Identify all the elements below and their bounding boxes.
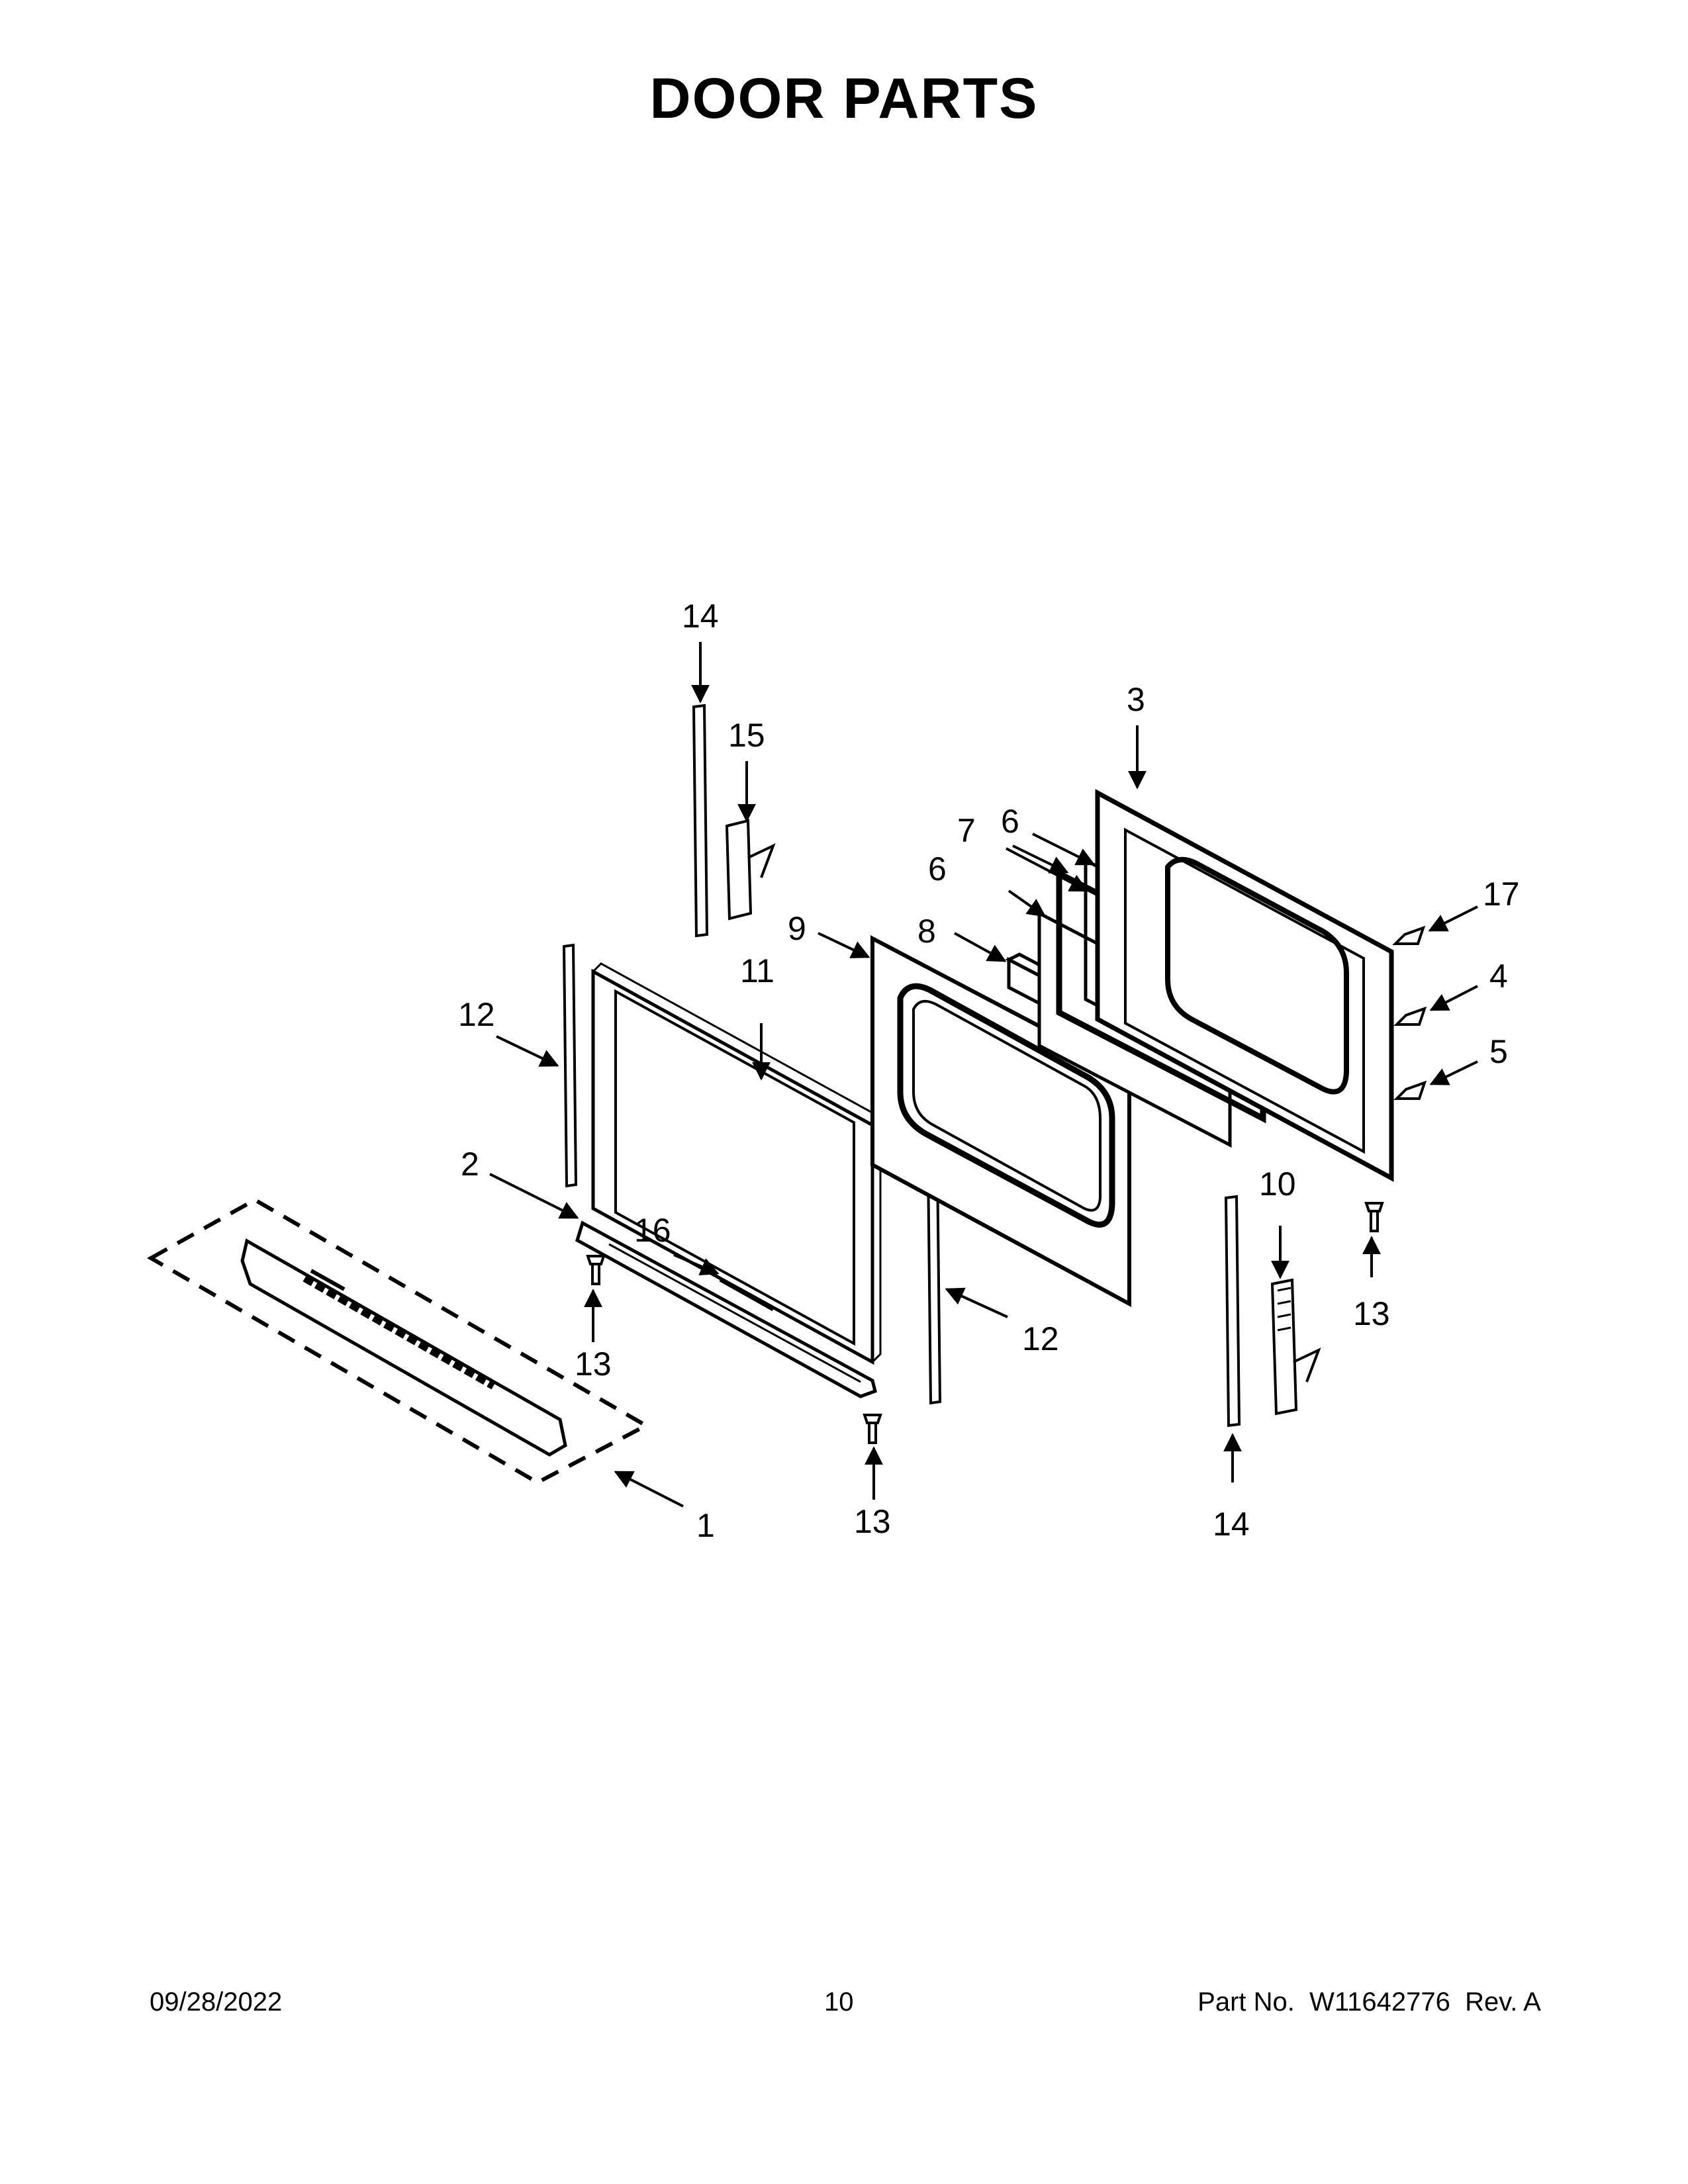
callout-2: 2	[461, 1146, 479, 1183]
part-14-hinge-channel-right	[1224, 1195, 1241, 1428]
callout-3: 3	[1127, 681, 1145, 718]
callout-13-center: 13	[854, 1503, 891, 1540]
callout-14-top: 14	[682, 598, 719, 635]
part-9-inner-door	[870, 935, 1131, 1308]
footer-date: 09/28/2022	[150, 1987, 283, 2017]
part-13-screw-center	[863, 1414, 882, 1444]
part-1-control-trim	[146, 1197, 651, 1485]
part-4-screw	[1393, 1006, 1427, 1026]
revision: Rev. A	[1465, 1987, 1541, 2017]
part-number: W11642776	[1309, 1987, 1450, 2017]
callout-15: 15	[728, 717, 765, 754]
callout-4: 4	[1489, 958, 1508, 995]
callout-1: 1	[696, 1507, 715, 1544]
part-3-door-back-panel	[1095, 789, 1394, 1182]
page-title: DOOR PARTS	[649, 67, 1039, 130]
callout-16: 16	[634, 1212, 671, 1249]
part-13-screw-right	[1364, 1202, 1384, 1232]
part-12-side-trim-left	[562, 943, 578, 1188]
part-15-hinge-left	[725, 819, 776, 921]
part-10-hinge-right	[1270, 1278, 1321, 1416]
callout-9: 9	[788, 910, 806, 947]
callout-10: 10	[1259, 1165, 1296, 1203]
callout-8: 8	[917, 913, 936, 950]
part-11-outer-door-frame	[591, 962, 882, 1365]
footer-part-number: Part No. W11642776 Rev. A	[1197, 1987, 1541, 2017]
callout-13-right: 13	[1353, 1295, 1390, 1332]
callout-12-left: 12	[458, 996, 495, 1033]
callout-17: 17	[1483, 876, 1520, 913]
callout-13-left: 13	[575, 1345, 612, 1383]
part-5-screw	[1393, 1080, 1427, 1100]
part-label: Part No.	[1197, 1987, 1295, 2017]
callout-12-right: 12	[1022, 1320, 1059, 1357]
callout-14-bottom: 14	[1213, 1506, 1250, 1543]
part-13-screw-left	[586, 1255, 606, 1285]
part-14-hinge-channel-left	[692, 704, 709, 938]
footer-page-number: 10	[824, 1987, 854, 2017]
callout-6-upper: 6	[1001, 803, 1019, 840]
callout-11: 11	[740, 952, 774, 989]
part-17-screw	[1392, 925, 1426, 945]
leader-lines	[489, 642, 1478, 1508]
callout-5: 5	[1489, 1033, 1508, 1070]
callout-6-lower: 6	[928, 850, 947, 887]
callout-labels: 14 15 3 7 6 6 9 8 11 12 2 16 13 12 13 1 …	[458, 598, 1520, 1544]
callout-7: 7	[957, 812, 976, 849]
